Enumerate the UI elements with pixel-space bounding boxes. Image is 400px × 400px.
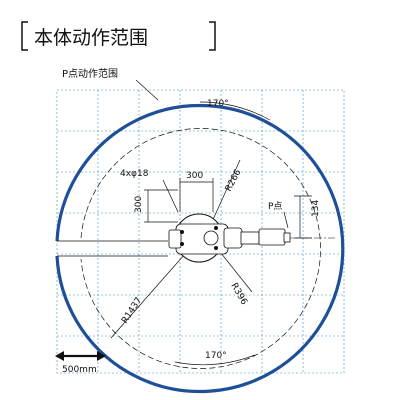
mount-hole [180,230,184,234]
mount-hole [214,246,218,250]
scale-bar: 500mm [55,351,106,375]
r266-leader [210,159,241,225]
robot-wrist [258,228,286,246]
scale-arrow-right [97,351,106,361]
motion-range-arc [55,103,345,394]
title-bracket-left [21,21,28,51]
title-bracket-right [209,21,216,51]
page-title: 本体动作范围 [34,27,148,49]
dim-r1437: R1437 [120,296,144,326]
angle-arc-bottom [174,354,256,366]
range-label: P点动作范围 [62,67,118,80]
mount-hole [214,226,218,230]
dim-134: 134 [311,200,321,217]
dim-300-v: 300 [134,196,144,213]
grid-border [56,89,345,374]
scale-label: 500mm [62,365,97,375]
robot-joint1 [203,230,219,246]
scale-arrow-left [55,351,64,361]
angle-bottom-label: 170° [205,351,227,361]
p-point-label: P点 [268,201,282,212]
p-point-leader [283,211,289,229]
robot-flange [283,232,291,243]
mount-hole [180,242,184,246]
angle-arc-top [199,101,271,121]
robot-top-view [168,213,291,263]
inner-range-arc [80,128,321,369]
robot-forearm [240,231,260,245]
robot-base-plate [175,223,229,255]
hole-leader [162,179,179,213]
angle-top-label: 170° [207,99,229,109]
dim-r266: R266 [224,168,244,194]
robot-elbow [223,227,243,249]
hole-dimension: 4xφ18 [120,169,149,179]
robot-rear-mount [168,229,182,249]
dim-r396: R396 [228,282,249,308]
dim-300-h: 300 [186,171,203,181]
